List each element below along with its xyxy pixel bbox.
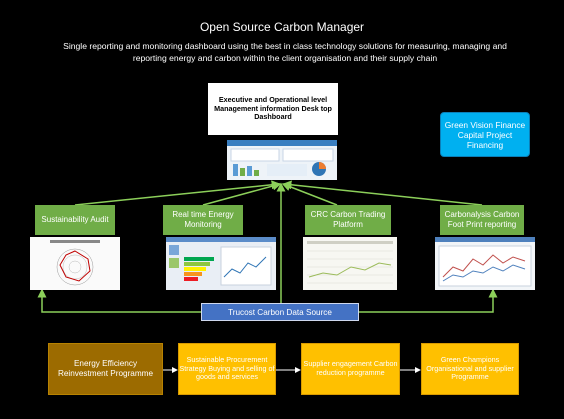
arrow-carbonalysis-to-dashboard	[282, 180, 483, 206]
line-trucost-to-sustainability	[37, 288, 201, 313]
arrow-sustainability-to-dashboard	[74, 180, 281, 206]
trucost-data-source-box: Trucost Carbon Data Source	[201, 303, 359, 321]
line-trucost-to-carbonalysis	[359, 288, 498, 313]
green-vision-finance-box: Green Vision Finance Capital Project Fin…	[440, 112, 530, 157]
programme-energy-efficiency: Energy Efficiency Reinvestment Programme	[48, 343, 163, 395]
module-sustainability-audit: Sustainability Audit	[35, 205, 115, 235]
page-title: Open Source Carbon Manager	[199, 20, 365, 34]
module-energy-monitoring: Real time Energy Monitoring	[163, 205, 243, 235]
energy-monitoring-image	[166, 237, 276, 290]
module-carbonalysis: Carbonalysis Carbon Foot Print reporting	[440, 205, 524, 235]
module-crc-trading: CRC Carbon Trading Platform	[305, 205, 391, 235]
programme-supplier-engagement: Supplier engagement Carbon reduction pro…	[301, 343, 400, 395]
programme-sustainable-procurement: Sustainable Procurement Strategy Buying …	[178, 343, 276, 395]
arrow-energy-to-dashboard	[202, 181, 282, 206]
dashboard-screenshot-image	[227, 140, 337, 180]
arrow-crc-to-dashboard	[281, 182, 338, 206]
executive-dashboard-box: Executive and Operational level Manageme…	[208, 83, 338, 135]
page-subtitle: Single reporting and monitoring dashboar…	[63, 41, 507, 63]
carbonalysis-image	[435, 237, 535, 290]
crc-trading-image	[303, 237, 397, 290]
programme-green-champions: Green Champions Organisational and suppl…	[421, 343, 519, 395]
sustainability-audit-image	[30, 237, 120, 290]
